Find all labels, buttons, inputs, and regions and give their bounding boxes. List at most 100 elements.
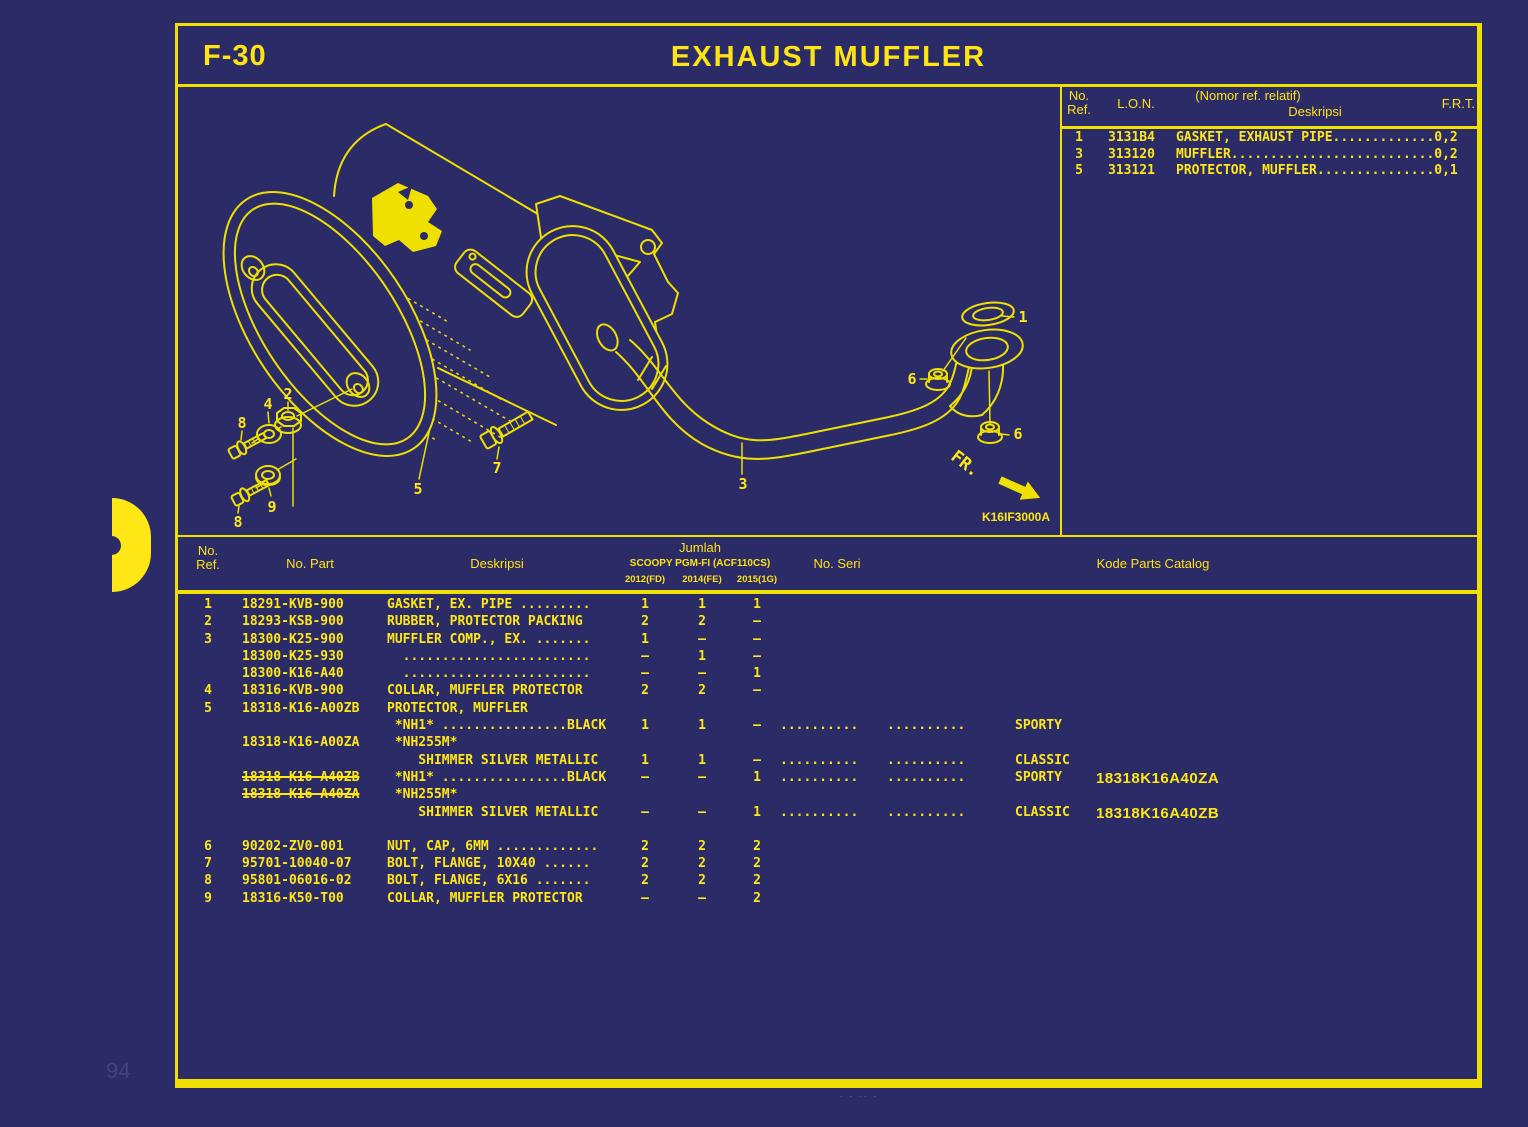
parts-row: 18300-K16-A40 ........................––…	[175, 666, 1482, 683]
serial-dots: ..........	[780, 770, 859, 785]
part-no: 18300-K16-A40	[242, 666, 344, 681]
qty: –	[698, 805, 706, 820]
parts-header-desc: Deskripsi	[470, 556, 524, 571]
muffler-end-cap	[525, 225, 669, 411]
part-no: 18316-KVB-900	[242, 683, 344, 698]
frt-header-divider	[1061, 126, 1480, 129]
qty: 1	[753, 666, 761, 681]
parts-header-year-2012: 2012(FD)	[624, 574, 666, 585]
catalog-code: 18318K16A40ZA	[1096, 770, 1220, 787]
qty: 2	[753, 839, 761, 854]
part-no: 18300-K25-900	[242, 632, 344, 647]
qty: 1	[753, 805, 761, 820]
pipe-flange	[949, 328, 1024, 418]
serial-dots: ..........	[887, 753, 966, 768]
kode-label: CLASSIC	[1015, 753, 1070, 768]
callout-8a: 8	[237, 414, 246, 432]
description: RUBBER, PROTECTOR PACKING	[387, 614, 583, 629]
parts-header-year-2015: 2015(1G)	[736, 574, 778, 585]
muffler-protector	[222, 191, 438, 457]
qty: 1	[698, 718, 706, 733]
description: BOLT, FLANGE, 6X16 .......	[387, 873, 591, 888]
bolt-8a	[227, 431, 268, 460]
top-bracket	[372, 183, 442, 252]
description: *NH1* ................BLACK	[387, 718, 607, 733]
qty: –	[753, 753, 761, 768]
ref-no: 8	[204, 873, 212, 888]
description: BOLT, FLANGE, 10X40 ......	[387, 856, 591, 871]
qty: 2	[698, 856, 706, 871]
qty: –	[698, 770, 706, 785]
qty: 1	[641, 597, 649, 612]
ref-no: 4	[204, 683, 212, 698]
description-frt: PROTECTOR, MUFFLER...............0,1	[1176, 163, 1458, 178]
description: SHIMMER SILVER METALLIC	[387, 805, 599, 820]
qty: 2	[641, 839, 649, 854]
qty: 1	[641, 753, 649, 768]
qty: 1	[641, 718, 649, 733]
qty: –	[641, 666, 649, 681]
page-code: F-30	[203, 40, 267, 72]
qty: 1	[641, 632, 649, 647]
callout-5: 5	[413, 480, 422, 498]
qty: 2	[641, 873, 649, 888]
part-no: 18318-K16-A40ZB	[242, 770, 360, 785]
callout-3: 3	[738, 475, 747, 493]
diagram-code: K16IF3000A	[982, 510, 1050, 524]
qty: –	[753, 718, 761, 733]
description: SHIMMER SILVER METALLIC	[387, 753, 599, 768]
description: GASKET, EX. PIPE .........	[387, 597, 591, 612]
callout-4: 4	[263, 395, 272, 413]
frt-header-frt: F.R.T.	[1441, 96, 1475, 111]
ref-no: 2	[204, 614, 212, 629]
callout-9: 9	[267, 498, 276, 516]
callout-6a: 6	[907, 370, 916, 388]
serial-dots: ..........	[887, 718, 966, 733]
frt-header-lon: L.O.N.	[1117, 96, 1155, 111]
catalog-code: 18318K16A40ZB	[1096, 805, 1220, 822]
description: COLLAR, MUFFLER PROTECTOR	[387, 683, 583, 698]
qty: –	[641, 805, 649, 820]
ref-no: 5	[1075, 163, 1083, 178]
qty: –	[641, 649, 649, 664]
part-no: 18300-K25-930	[242, 649, 344, 664]
parts-header-model: SCOOPY PGM-FI (ACF110CS)	[629, 558, 771, 569]
qty: 1	[753, 770, 761, 785]
parts-row: 18318-K16-A40ZB *NH1* ................BL…	[175, 770, 1482, 787]
description: *NH255M*	[387, 735, 458, 750]
ref-no: 1	[204, 597, 212, 612]
parts-row: SHIMMER SILVER METALLIC––1..............…	[175, 805, 1482, 822]
qty: 2	[698, 839, 706, 854]
callout-8b: 8	[233, 513, 242, 531]
kode-label: CLASSIC	[1015, 805, 1070, 820]
part-no: 95801-06016-02	[242, 873, 352, 888]
parts-header-year-2014: 2014(FE)	[682, 574, 722, 585]
ref-no: 1	[1075, 130, 1083, 145]
qty: 1	[753, 597, 761, 612]
serial-dots: ..........	[887, 805, 966, 820]
description-frt: MUFFLER..........................0,2	[1176, 146, 1458, 162]
description: ........................	[387, 649, 591, 664]
exhaust-pipe	[615, 339, 972, 460]
page-turn-tab[interactable]	[102, 498, 151, 592]
parts-table-top-border	[175, 535, 1482, 537]
parts-row: 8 95801-06016-02 BOLT, FLANGE, 6X16 ......…	[175, 873, 1482, 890]
header-divider	[175, 84, 1482, 87]
description: ........................	[387, 666, 591, 681]
description: MUFFLER COMP., EX. .......	[387, 632, 591, 647]
kode-label: SPORTY	[1015, 718, 1062, 733]
nut-6b	[977, 421, 1003, 444]
description: PROTECTOR, MUFFLER	[387, 701, 528, 716]
part-no: 18318-K16-A40ZA	[242, 787, 360, 802]
parts-header-seri: No. Seri	[813, 556, 861, 571]
frt-header-desc2: Deskripsi	[1288, 104, 1342, 119]
description: COLLAR, MUFFLER PROTECTOR	[387, 891, 583, 906]
qty: –	[753, 614, 761, 629]
